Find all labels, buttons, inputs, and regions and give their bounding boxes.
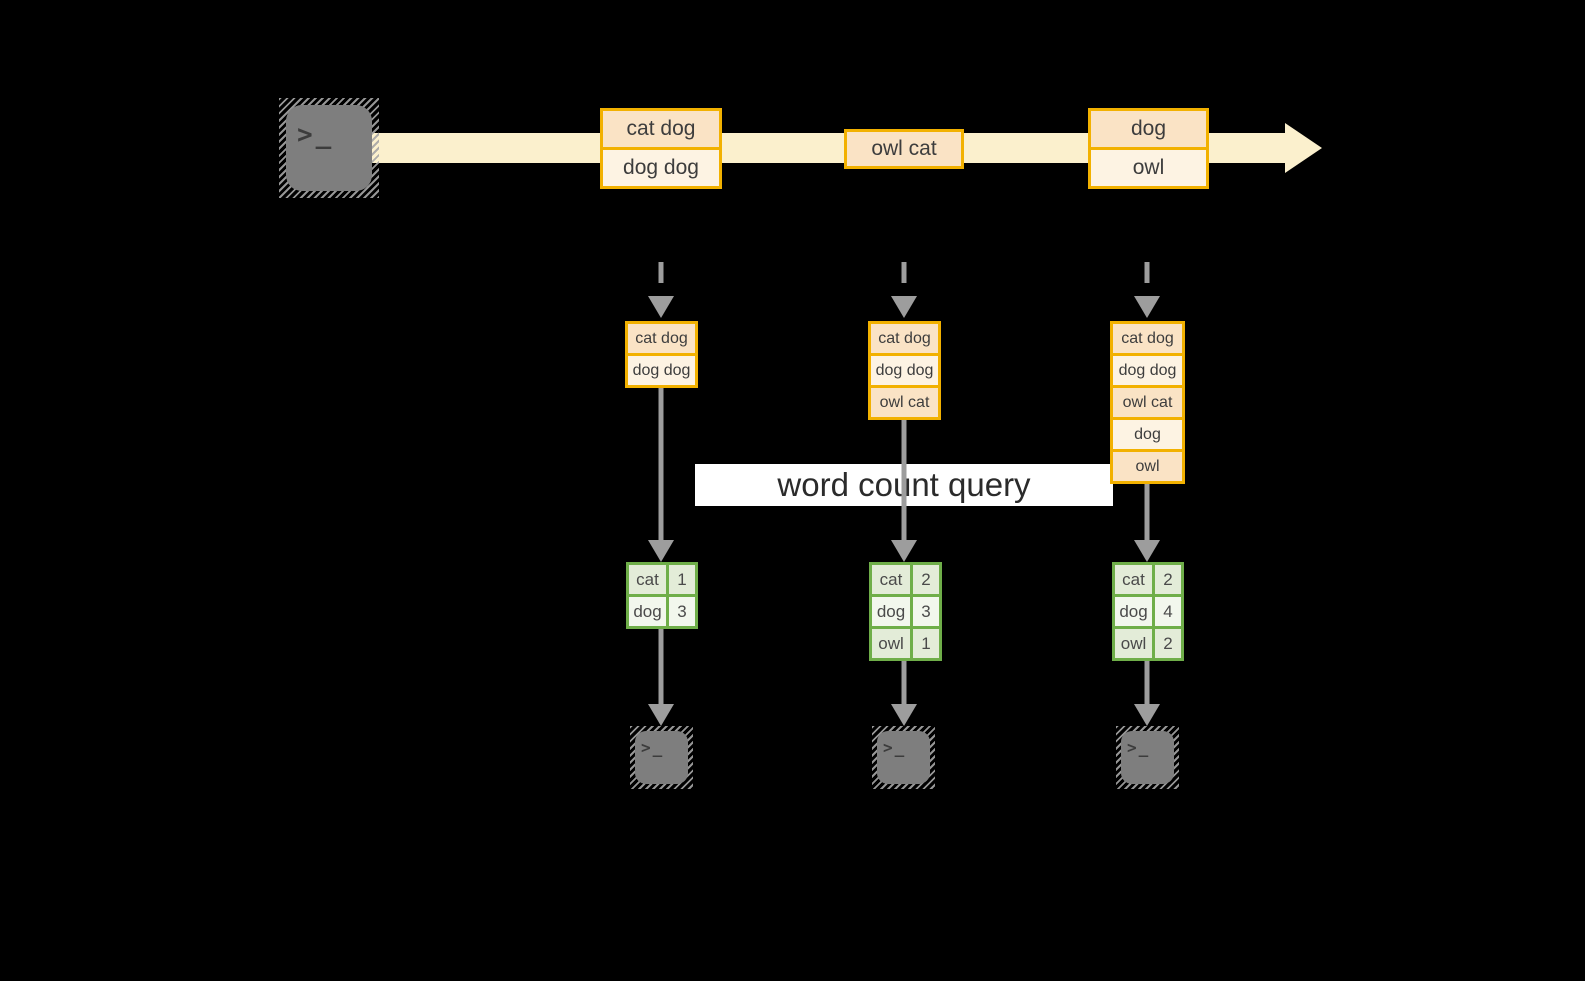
flow-arrowhead	[1134, 704, 1160, 726]
table-row: cat 2	[872, 565, 939, 594]
flow-arrowhead	[648, 540, 674, 562]
terminal-prompt-glyph: >_	[1127, 738, 1151, 757]
count-cell: 2	[1155, 629, 1181, 658]
stream-event-box-1: cat dog dog dog	[600, 108, 722, 189]
count-cell: 3	[913, 597, 939, 626]
flow-arrow-shaft	[658, 388, 664, 540]
result-table-3: cat 2 dog 4 owl 2	[1112, 562, 1184, 661]
result-table-1: cat 1 dog 3	[626, 562, 698, 629]
terminal-screen	[286, 105, 372, 191]
record-cell: owl cat	[871, 388, 938, 417]
word-cell: owl	[872, 629, 910, 658]
table-row: cat 2	[1115, 565, 1181, 594]
table-row: dog 4	[1115, 597, 1181, 626]
flow-arrowhead	[891, 704, 917, 726]
terminal-prompt-glyph: >_	[641, 738, 665, 757]
output-terminal-icon-2: >_	[872, 726, 935, 789]
event-cell: dog dog	[603, 150, 719, 186]
word-cell: dog	[1115, 597, 1152, 626]
table-row: owl 1	[872, 629, 939, 658]
flow-arrow-shaft	[901, 661, 907, 704]
event-cell: owl	[1091, 150, 1206, 186]
word-cell: dog	[872, 597, 910, 626]
flow-arrowhead	[1134, 540, 1160, 562]
result-table-2: cat 2 dog 3 owl 1	[869, 562, 942, 661]
event-cell: cat dog	[603, 111, 719, 147]
stream-event-box-2: owl cat	[844, 129, 964, 169]
count-cell: 3	[669, 597, 695, 626]
record-cell: cat dog	[871, 324, 938, 353]
word-cell: cat	[872, 565, 910, 594]
dashed-arrow-shaft	[1144, 262, 1150, 294]
record-cell: dog dog	[1113, 356, 1182, 385]
record-cell: owl cat	[1113, 388, 1182, 417]
terminal-prompt-glyph: >_	[297, 120, 335, 150]
record-stack-3: cat dog dog dog owl cat dog owl	[1110, 321, 1185, 484]
count-cell: 2	[1155, 565, 1181, 594]
record-stack-2: cat dog dog dog owl cat	[868, 321, 941, 420]
word-cell: cat	[629, 565, 666, 594]
record-stack-1: cat dog dog dog	[625, 321, 698, 388]
terminal-screen	[877, 731, 930, 784]
table-row: dog 3	[629, 597, 695, 626]
table-row: cat 1	[629, 565, 695, 594]
output-terminal-icon-3: >_	[1116, 726, 1179, 789]
record-cell: cat dog	[628, 324, 695, 353]
dashed-arrowhead	[891, 296, 917, 318]
dashed-arrow-shaft	[658, 262, 664, 294]
count-cell: 1	[669, 565, 695, 594]
stream-source-terminal-icon: >_	[279, 98, 379, 198]
flow-arrowhead	[891, 540, 917, 562]
terminal-prompt-glyph: >_	[883, 738, 907, 757]
dashed-arrowhead	[648, 296, 674, 318]
event-cell: dog	[1091, 111, 1206, 147]
terminal-screen	[1121, 731, 1174, 784]
event-cell: owl cat	[847, 132, 961, 166]
flow-arrow-shaft	[658, 629, 664, 704]
word-cell: owl	[1115, 629, 1152, 658]
flow-arrow-shaft	[1144, 484, 1150, 540]
count-cell: 2	[913, 565, 939, 594]
record-cell: dog dog	[871, 356, 938, 385]
record-cell: dog	[1113, 420, 1182, 449]
record-cell: cat dog	[1113, 324, 1182, 353]
count-cell: 1	[913, 629, 939, 658]
stream-event-box-3: dog owl	[1088, 108, 1209, 189]
word-cell: cat	[1115, 565, 1152, 594]
table-row: owl 2	[1115, 629, 1181, 658]
output-terminal-icon-1: >_	[630, 726, 693, 789]
flow-arrow-shaft	[1144, 661, 1150, 704]
flow-arrow-shaft	[901, 420, 907, 540]
record-cell: dog dog	[628, 356, 695, 385]
record-cell: owl	[1113, 452, 1182, 481]
terminal-screen	[635, 731, 688, 784]
dashed-arrow-shaft	[901, 262, 907, 294]
flow-arrowhead	[648, 704, 674, 726]
dashed-arrowhead	[1134, 296, 1160, 318]
stream-timeline-arrowhead	[1285, 123, 1322, 173]
table-row: dog 3	[872, 597, 939, 626]
count-cell: 4	[1155, 597, 1181, 626]
word-cell: dog	[629, 597, 666, 626]
